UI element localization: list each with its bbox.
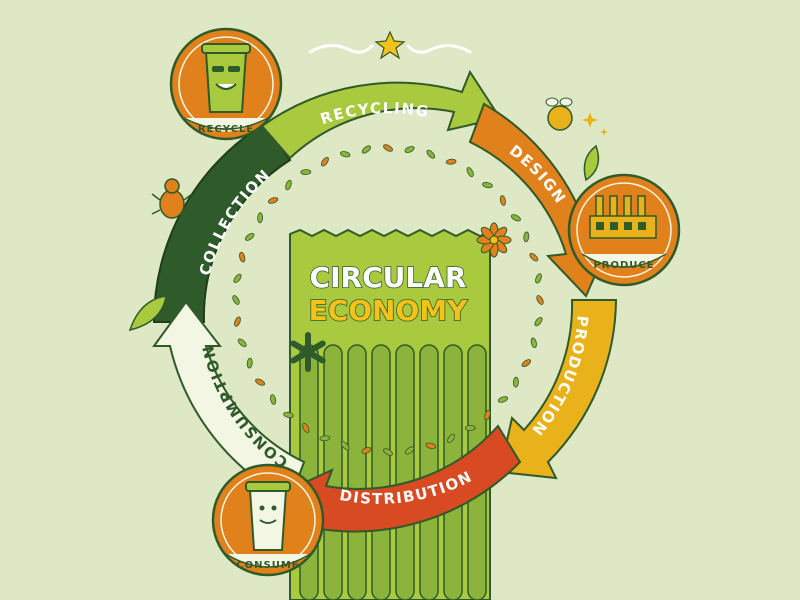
wreath-leaf bbox=[361, 447, 372, 454]
wreath-leaf bbox=[529, 252, 539, 262]
wreath-leaf bbox=[530, 337, 537, 349]
top-decoration bbox=[308, 30, 472, 60]
wreath-leaf bbox=[497, 396, 509, 403]
wreath-leaf bbox=[534, 316, 543, 327]
wreath-leaf bbox=[521, 359, 532, 368]
flower-icon bbox=[476, 222, 512, 258]
wreath-leaf bbox=[512, 376, 519, 388]
wreath-leaf bbox=[320, 156, 329, 167]
wreath-leaf bbox=[270, 394, 277, 405]
wreath-leaf bbox=[499, 195, 506, 206]
factory-icon bbox=[589, 195, 657, 239]
asterisk-icon bbox=[290, 332, 326, 372]
wreath-leaf bbox=[283, 411, 294, 418]
wreath-leaf bbox=[234, 316, 241, 327]
recycle-bin-mascot-icon bbox=[201, 43, 251, 113]
cup-mascot-icon bbox=[245, 481, 291, 551]
wreath-leaf bbox=[484, 409, 491, 421]
wreath-leaf bbox=[237, 338, 247, 348]
wreath-leaf bbox=[404, 146, 415, 153]
leaf-icon bbox=[128, 144, 600, 332]
wreath-leaf bbox=[246, 357, 253, 369]
segment-production bbox=[498, 299, 618, 480]
wreath-leaf bbox=[232, 295, 240, 305]
wreath-leaf bbox=[447, 433, 456, 444]
badge-recycle-label: RECYCLE bbox=[198, 124, 254, 135]
badge-produce-label: PRODUCE bbox=[593, 260, 654, 271]
bug-icon bbox=[151, 178, 193, 219]
bee-icon bbox=[545, 97, 573, 131]
wreath-leaf bbox=[445, 158, 457, 165]
wreath-leaf bbox=[302, 422, 310, 433]
wreath-leaf bbox=[464, 424, 476, 431]
wreath-leaf bbox=[319, 435, 331, 442]
wreath-leaf bbox=[239, 251, 246, 263]
badge-produce: PRODUCE bbox=[567, 173, 681, 287]
wreath-leaf bbox=[244, 232, 255, 241]
wreath-leaf bbox=[523, 231, 530, 243]
wreath-leaf bbox=[257, 212, 264, 224]
star-icon bbox=[374, 30, 406, 60]
wreath-leaf bbox=[285, 179, 292, 191]
wreath-leaf bbox=[404, 446, 415, 455]
wreath-leaf bbox=[482, 182, 493, 189]
badge-consume-label: CONSUME bbox=[236, 560, 299, 571]
wreath-leaf bbox=[510, 214, 521, 222]
wreath-leaf bbox=[425, 442, 437, 449]
sparkle-icon bbox=[582, 112, 608, 136]
badge-consume: CONSUME bbox=[211, 463, 325, 577]
wreath-leaf bbox=[267, 197, 279, 204]
wreath-leaf bbox=[535, 273, 542, 284]
title-line2: ECONOMY bbox=[309, 294, 469, 327]
wreath-leaf bbox=[536, 295, 544, 305]
leaf-wreath bbox=[232, 144, 544, 456]
wreath-leaf bbox=[300, 169, 312, 176]
wreath-leaf bbox=[339, 151, 351, 158]
wreath-leaf bbox=[426, 149, 436, 159]
wreath-leaf bbox=[233, 273, 242, 284]
wreath-leaf bbox=[383, 144, 393, 152]
segment-consumption bbox=[152, 300, 306, 502]
wreath-leaf bbox=[466, 167, 474, 178]
wreath-leaf bbox=[255, 378, 266, 386]
title-line1: CIRCULAR bbox=[310, 261, 467, 294]
badge-recycle: RECYCLE bbox=[169, 27, 283, 141]
wreath-leaf bbox=[361, 145, 372, 154]
cycle-ring bbox=[152, 69, 618, 550]
wreath-leaf bbox=[340, 441, 350, 451]
wreath-leaf bbox=[383, 448, 393, 456]
